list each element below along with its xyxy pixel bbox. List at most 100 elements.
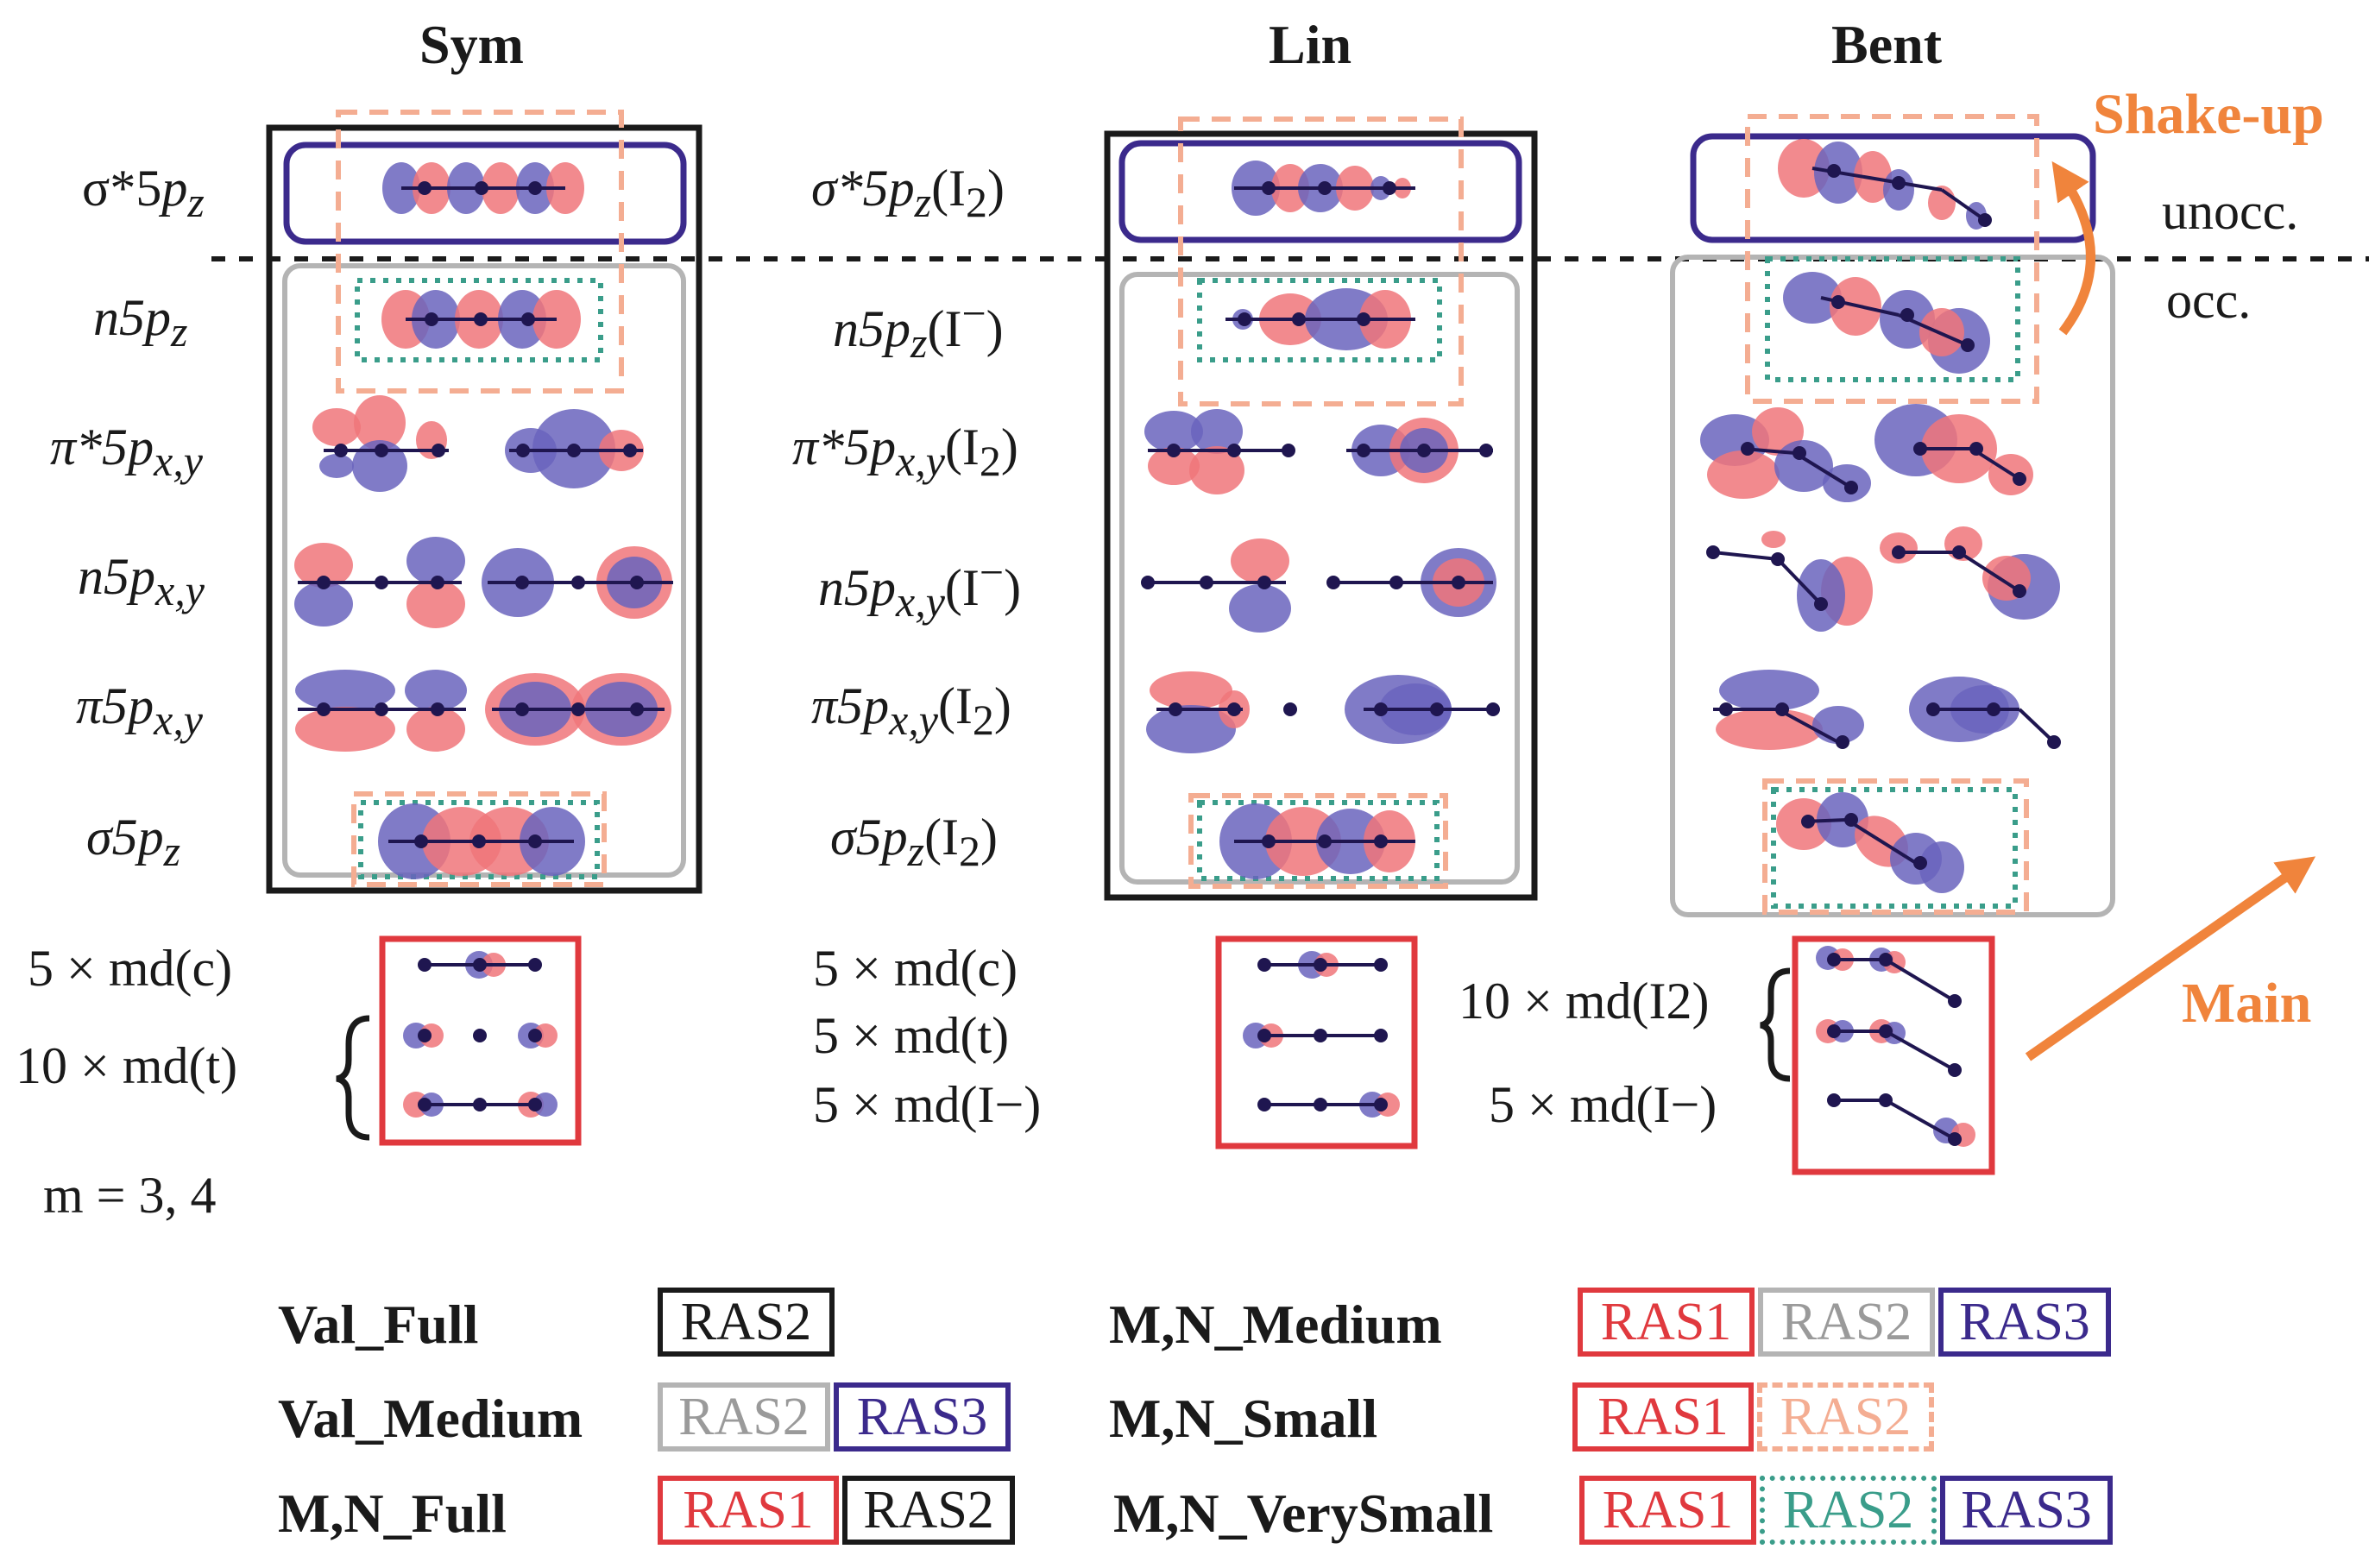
orbital-lobe (1148, 447, 1200, 485)
orbital-lobe (1150, 671, 1232, 709)
legend-val-medium-ras2: RAS2 (658, 1382, 830, 1452)
atom (475, 181, 488, 195)
bent-purple-ras3-box (1690, 133, 2096, 243)
atom (317, 702, 331, 716)
column-heading-bent: Bent (1831, 14, 1942, 75)
label-post: (I (944, 559, 980, 616)
atom (1257, 958, 1271, 972)
orbital-lobe (1797, 559, 1845, 632)
atom (630, 702, 644, 716)
atom (1169, 702, 1182, 716)
atom (1314, 958, 1327, 972)
atom (1430, 702, 1444, 716)
label-post: (I (937, 677, 973, 734)
atom (1479, 444, 1493, 457)
legend-mn-verysmall: M,N_VerySmall (1113, 1483, 1494, 1544)
label-prefix: n5 (78, 548, 129, 605)
orbital-lobe (1707, 450, 1780, 499)
atom (431, 576, 444, 589)
atom (1892, 176, 1906, 190)
atom (1948, 1063, 1962, 1077)
atom (2013, 472, 2026, 486)
sym-teal-dotted-box-n (355, 278, 603, 362)
atom (528, 958, 542, 972)
bond-line (1777, 708, 1839, 744)
atom (1389, 576, 1403, 589)
label-p: p (885, 300, 910, 357)
sym-salmon-dashed-box-sigma (351, 791, 607, 887)
bent-salmon-dashed-box-sigma (1762, 778, 2029, 915)
label-sub: x,y (154, 696, 203, 744)
bond-line (1940, 188, 1987, 222)
atom (1257, 576, 1271, 589)
bent-salmon-dashed-box (1745, 114, 2039, 404)
atom (1978, 213, 1992, 227)
atom (1141, 576, 1155, 589)
legend-mn-full-ras2: RAS2 (842, 1476, 1015, 1545)
orbital-lobe (294, 582, 353, 627)
lin-core-label-iminus: 5 × md(I−) (813, 1076, 1042, 1133)
orbital-lobe (405, 670, 467, 711)
legend-mn-small-ras2: RAS2 (1757, 1382, 1934, 1452)
label-prefix: n5 (818, 559, 870, 616)
orbital-lobe (352, 440, 407, 492)
legend-mn-small-ras1: RAS1 (1572, 1382, 1754, 1452)
bent-core-label-i2: 10 × md(I2) (1459, 973, 1710, 1030)
atom (623, 444, 637, 457)
orbital-lobe (1761, 531, 1786, 548)
atom (1200, 576, 1213, 589)
sym-red-ras1-box (379, 935, 582, 1146)
atom (1892, 545, 1906, 559)
bent-red-ras1-box (1792, 935, 1995, 1175)
atom (571, 576, 585, 589)
legend-val-full: Val_Full (278, 1294, 479, 1355)
sym-gray-ras2-box (282, 263, 686, 878)
atom (1827, 1093, 1841, 1107)
atom (528, 1098, 542, 1111)
atom (528, 834, 542, 848)
atom (1879, 953, 1893, 967)
label-post: (I (924, 809, 960, 866)
label-sub: x,y (896, 577, 945, 626)
label-p: p (129, 548, 155, 605)
atom (431, 702, 444, 716)
unocc-label: unocc. (2162, 183, 2299, 240)
bond-line (1776, 557, 1823, 606)
atom (1879, 1093, 1893, 1107)
atom (1257, 1098, 1271, 1111)
atom (1383, 181, 1396, 195)
atom (1900, 308, 1914, 322)
bond-line (1712, 551, 1779, 561)
atom (414, 834, 428, 848)
atom (521, 312, 535, 326)
sym-core-label-c: 5 × md(c) (28, 940, 233, 997)
sym-orbital-label-1: σ*5pz (82, 162, 205, 224)
orbital-lobe (312, 408, 361, 446)
label-sub: x,y (154, 437, 203, 485)
atom (1282, 444, 1295, 457)
atom (1952, 545, 1966, 559)
lin-black-ras2-box (1104, 130, 1538, 901)
column-heading-lin: Lin (1269, 14, 1352, 75)
orbital-lobe (1919, 841, 1964, 893)
orbital-lobe (406, 580, 465, 628)
orbital-lobe (1191, 409, 1243, 454)
main-label: Main (2182, 972, 2312, 1035)
atom (1948, 1132, 1962, 1146)
orbital-lobe (1229, 584, 1291, 633)
shake-up-arrow (2051, 161, 2095, 336)
label-p: p (881, 809, 908, 866)
orbital-lobe (319, 454, 354, 478)
atom (418, 181, 432, 195)
bond-line (1885, 1030, 1956, 1072)
atom (1262, 834, 1276, 848)
atom (1374, 702, 1388, 716)
legend-mn-verysmall-ras3: RAS3 (1940, 1476, 2113, 1545)
bent-core-brace (1760, 967, 1791, 1082)
label-post-sub: 2 (966, 178, 988, 226)
lin-gray-ras2-box (1119, 272, 1520, 885)
sym-orbital-label-4: n5px,y (78, 551, 205, 612)
label-sub: z (171, 307, 188, 356)
